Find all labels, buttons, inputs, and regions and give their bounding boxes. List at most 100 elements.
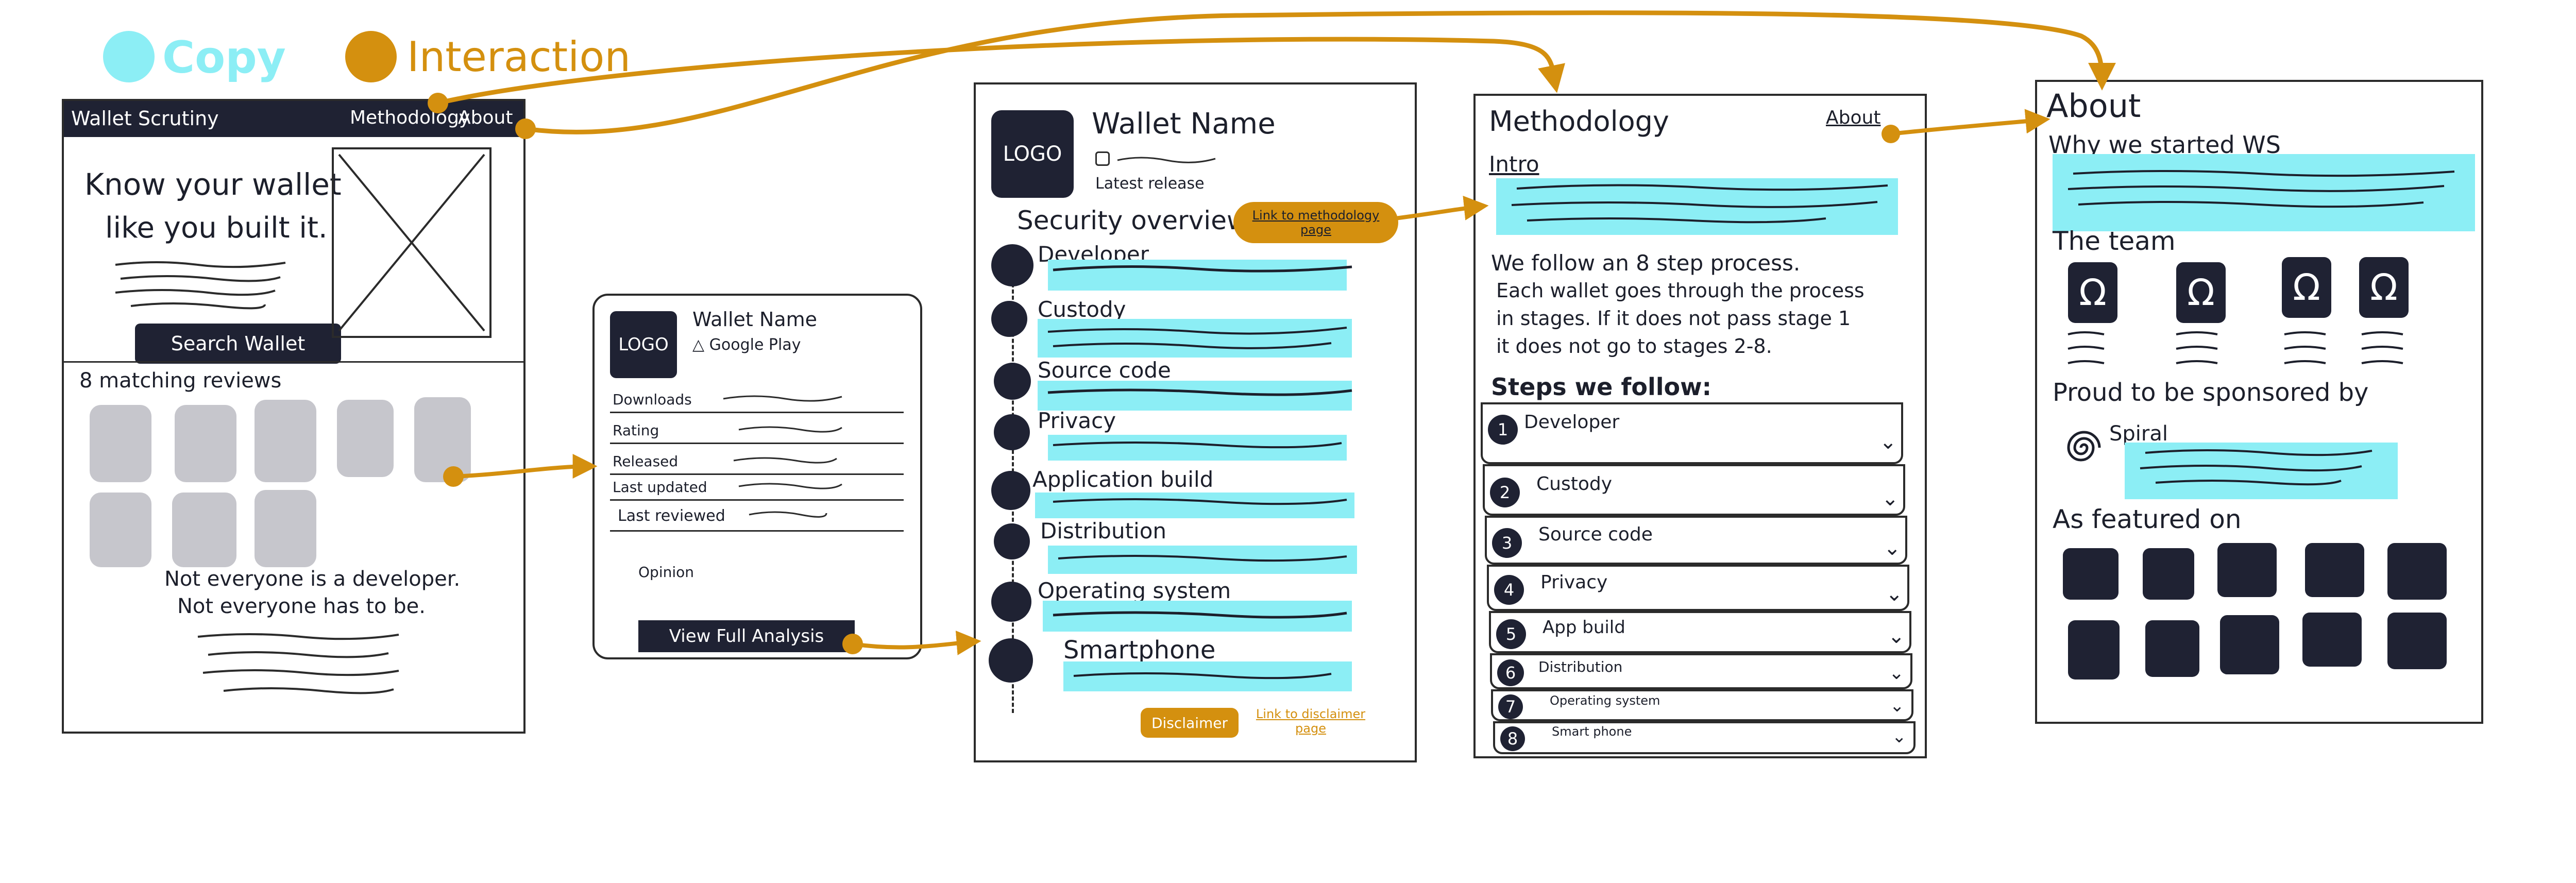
chevron-down-icon[interactable]: ⌄ (1890, 695, 1905, 716)
hero-image-placeholder (332, 147, 492, 338)
featured-heading: As featured on (2053, 504, 2242, 534)
stage-label: Distribution (1040, 518, 1167, 544)
stage-marker-icon (994, 363, 1031, 400)
chevron-down-icon[interactable]: ⌄ (1892, 726, 1907, 747)
chevron-down-icon[interactable]: ⌄ (1884, 536, 1901, 560)
summary-field-label: Last updated (613, 479, 707, 496)
chevron-down-icon[interactable]: ⌄ (1889, 663, 1905, 684)
stage-label: Source code (1038, 358, 1171, 383)
interaction-legend-label: Interaction (407, 33, 631, 81)
sponsor-heading: Proud to be sponsored by (2053, 378, 2369, 407)
review-card[interactable] (255, 490, 316, 567)
search-wallet-label: Search Wallet (171, 332, 306, 355)
about-title: About (2046, 87, 2141, 125)
stage-copy-block (1048, 260, 1347, 291)
featured-outlet-logo[interactable] (2302, 613, 2362, 667)
intro-label: Intro (1489, 151, 1539, 177)
methodology-body-line: it does not go to stages 2-8. (1496, 335, 1772, 358)
methodology-nav-about-link[interactable]: About (1826, 107, 1881, 128)
arrow-methodology-about-to-about (1890, 109, 2050, 136)
disclaimer-page-link[interactable]: Link to disclaimer page (1256, 707, 1366, 736)
detail-latest-release: Latest release (1095, 175, 1205, 193)
chevron-down-icon[interactable]: ⌄ (1886, 582, 1903, 606)
summary-field-divider (610, 473, 904, 475)
wallet-summary-wireframe: LOGO Wallet Name △ Google Play Downloads… (592, 294, 922, 659)
spiral-icon (2067, 431, 2101, 462)
methodology-link-button[interactable]: Link to methodology page (1233, 202, 1398, 243)
steps-heading: Steps we follow: (1491, 373, 1711, 401)
step-accordion-item[interactable]: 3 Source code ⌄ (1485, 516, 1907, 565)
step-accordion-item[interactable]: 5 App build ⌄ (1489, 611, 1911, 653)
disclaimer-button[interactable]: Disclaimer (1141, 708, 1239, 738)
security-overview-heading: Security overview (1017, 206, 1248, 235)
stage-marker-icon (989, 638, 1033, 683)
summary-store: △ Google Play (692, 336, 801, 354)
tagline-line2: Not everyone has to be. (177, 595, 426, 618)
view-full-analysis-label: View Full Analysis (669, 626, 824, 647)
review-card[interactable] (90, 493, 151, 567)
summary-store-label: Google Play (709, 336, 801, 354)
review-card[interactable] (337, 400, 394, 477)
step-accordion-item[interactable]: 7 Operating system ⌄ (1491, 689, 1913, 721)
interaction-origin-dot (428, 93, 448, 113)
chevron-down-icon[interactable]: ⌄ (1879, 430, 1897, 454)
summary-field-divider (610, 443, 904, 444)
step-accordion-item[interactable]: 6 Distribution ⌄ (1490, 653, 1912, 689)
hero-body-scribble (115, 261, 286, 310)
chevron-down-icon[interactable]: ⌄ (1888, 624, 1905, 648)
step-accordion-item[interactable]: 1 Developer ⌄ (1481, 402, 1903, 464)
summary-field-label: Rating (613, 422, 659, 439)
featured-outlet-logo[interactable] (2063, 548, 2119, 600)
interaction-origin-dot (515, 118, 536, 139)
featured-outlet-logo[interactable] (2068, 620, 2120, 680)
sponsor-copy-scribble (2140, 449, 2372, 486)
review-card[interactable] (414, 397, 471, 482)
step-number-badge: 1 (1488, 415, 1518, 445)
featured-outlet-logo[interactable] (2145, 620, 2199, 677)
stage-copy-block (1035, 493, 1354, 518)
summary-field-label: Last reviewed (618, 507, 725, 525)
step-accordion-item[interactable]: 2 Custody ⌄ (1483, 464, 1905, 516)
review-card[interactable] (255, 400, 316, 482)
summary-logo-text: LOGO (618, 334, 669, 355)
detail-wallet-name: Wallet Name (1092, 107, 1276, 141)
step-label: Source code (1538, 524, 1653, 545)
step-number-badge: 7 (1498, 694, 1523, 719)
interaction-origin-dot (443, 466, 464, 487)
summary-opinion: Opinion (638, 564, 694, 581)
featured-outlet-logo[interactable] (2387, 543, 2447, 600)
copy-legend-label: Copy (162, 32, 286, 83)
sponsor-name: Spiral (2109, 422, 2168, 446)
summary-field-label: Downloads (613, 391, 692, 408)
featured-outlet-logo[interactable] (2143, 548, 2194, 600)
chevron-down-icon[interactable]: ⌄ (1882, 487, 1899, 511)
wallet-detail-wireframe: LOGO Wallet Name Latest release Security… (974, 82, 1417, 762)
review-card[interactable] (90, 405, 151, 482)
methodology-page-wireframe: Methodology About Intro We follow an 8 s… (1473, 94, 1927, 758)
interaction-origin-dot (1882, 125, 1900, 143)
nav-methodology-link[interactable]: Methodology (350, 107, 470, 128)
image-placeholder-icon (338, 154, 485, 332)
legend: Copy Interaction (98, 21, 665, 88)
interaction-origin-dot (842, 634, 863, 654)
interaction-legend-swatch (345, 31, 397, 82)
featured-outlet-logo[interactable] (2305, 543, 2364, 597)
featured-outlet-logo[interactable] (2217, 543, 2277, 597)
step-accordion-item[interactable]: 8 Smart phone ⌄ (1493, 721, 1916, 754)
view-full-analysis-button[interactable]: View Full Analysis (638, 620, 855, 652)
omega-icon: Ω (2176, 262, 2226, 323)
featured-outlet-logo[interactable] (2220, 615, 2279, 674)
reviews-heading: 8 matching reviews (79, 369, 282, 393)
step-accordion-item[interactable]: 4 Privacy ⌄ (1487, 565, 1909, 611)
review-card[interactable] (175, 405, 236, 482)
stage-marker-icon (991, 582, 1031, 622)
summary-values-scribble (723, 395, 842, 518)
nav-about-link[interactable]: About (458, 107, 513, 128)
home-nav-bar: Wallet Scrutiny Methodology About (64, 101, 523, 137)
review-card[interactable] (172, 493, 236, 567)
search-wallet-button[interactable]: Search Wallet (135, 324, 341, 364)
stage-marker-icon (994, 523, 1030, 559)
methodology-body-line: Each wallet goes through the process (1496, 279, 1865, 302)
featured-outlet-logo[interactable] (2387, 613, 2447, 669)
step-label: Distribution (1538, 658, 1623, 675)
